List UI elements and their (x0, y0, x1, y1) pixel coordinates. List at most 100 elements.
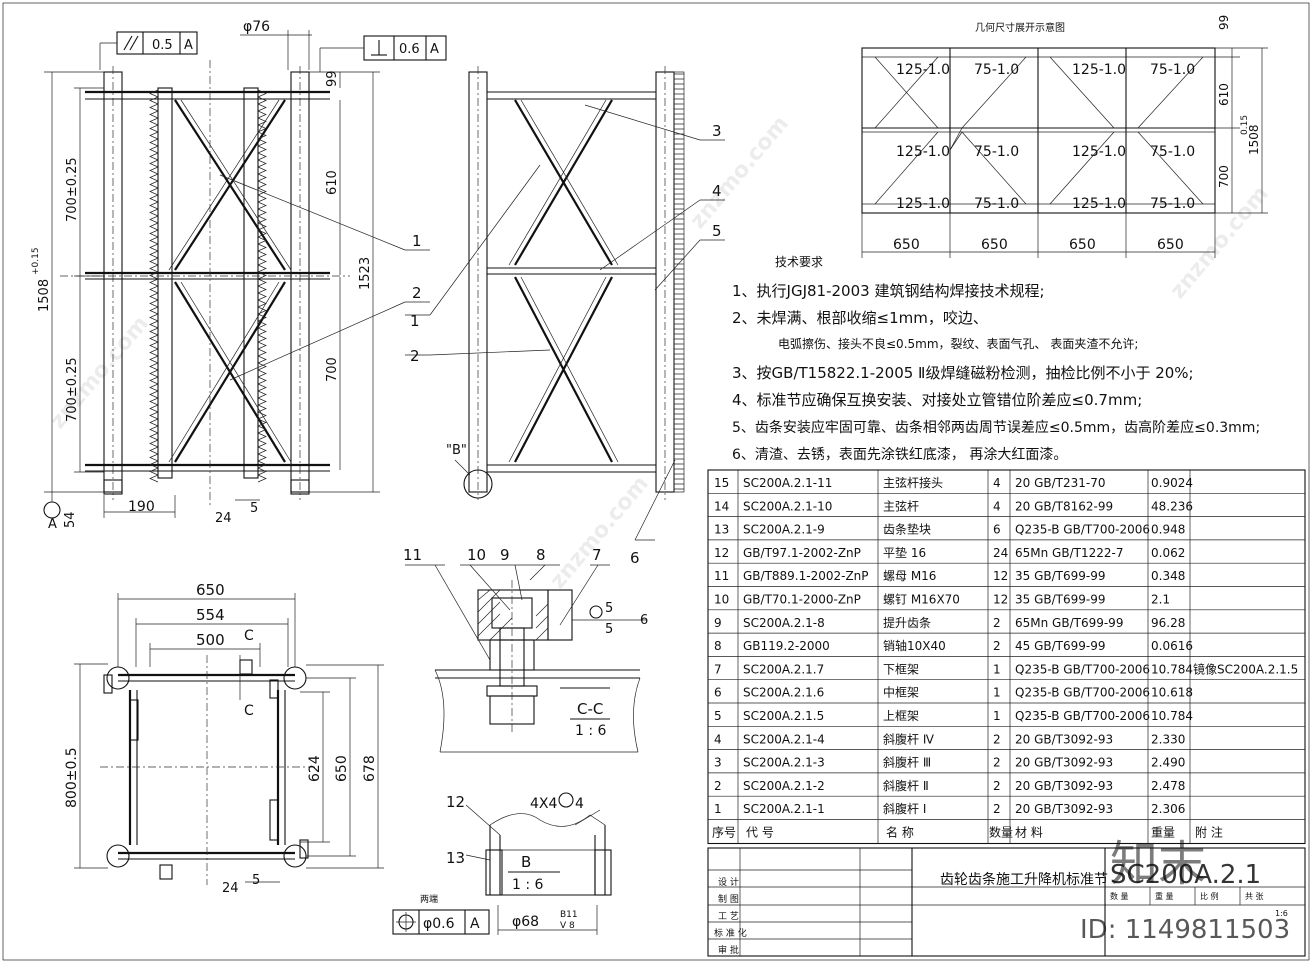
detail-scale: 1 : 6 (512, 877, 544, 893)
plan-section-c-top: C (244, 628, 254, 644)
bom-cell-material: 20 GB/T3092-93 (1015, 779, 1113, 793)
tb-row-1: 设 计 (718, 876, 739, 888)
dim-1508-tol: +0.15 (31, 247, 41, 275)
dim-700-lower: 700±0.25 (65, 357, 80, 422)
exp-cell-11: 75-1.0 (1150, 196, 1195, 212)
bom-cell-weight: 2.490 (1151, 756, 1185, 770)
tb-row-3: 工 艺 (718, 911, 739, 922)
exp-cell-3: 75-1.0 (1150, 62, 1195, 78)
bom-cell-weight: 0.348 (1151, 569, 1185, 583)
detail-title: B (521, 853, 531, 871)
bom-cell-qty: 12 (993, 569, 1008, 583)
bom-cell-code: SC200A.2.1.7 (743, 662, 824, 676)
tech-line-5: 4、标准节应确保互换安装、对接处立管错位阶差应≤0.7mm; (732, 391, 1142, 409)
parallel-tol: 0.5 (152, 38, 173, 53)
exp-width-3: 650 (1069, 237, 1096, 253)
bom-cell-material: 65Mn GB/T1222-7 (1015, 546, 1123, 560)
bom-cell-name: 主弦杆接头 (883, 475, 943, 490)
bom-cell-weight: 10.784 (1151, 662, 1193, 676)
detail-b (392, 792, 612, 935)
plan-dim-554: 554 (196, 606, 225, 624)
exp-cell-9: 75-1.0 (974, 196, 1019, 212)
weld-5: 5 (250, 501, 258, 516)
tech-line-7: 6、清渣、去锈，表面先涂铁红底漆， 再涂大红面漆。 (732, 447, 1067, 463)
plan-dim-650: 650 (196, 581, 225, 599)
detail-label-12: 12 (446, 793, 465, 811)
cc-label-10: 10 (467, 546, 486, 564)
bom-cell-no: 12 (714, 546, 729, 560)
bom-cell-material: 35 GB/T699-99 (1015, 593, 1106, 607)
bom-cell-name: 斜腹杆 Ⅱ (883, 779, 929, 793)
tb-row-4: 标 准 化 (714, 927, 747, 939)
weld-24: 24 (215, 511, 232, 526)
bom-cell-no: 9 (714, 616, 722, 630)
side-view (405, 66, 725, 541)
bom-cell-code: GB119.2-2000 (743, 639, 830, 653)
watermark-site-2: znzmo.com (685, 111, 793, 233)
plan-dim-678: 678 (362, 755, 378, 782)
bom-header-cell: 代 号 (746, 826, 774, 840)
bom-cell-name: 螺钉 M16X70 (883, 593, 960, 607)
watermark-site-4: znzmo.com (545, 471, 653, 593)
bom-cell-qty: 12 (993, 593, 1008, 607)
exp-dim-700: 700 (1217, 165, 1231, 188)
bom-cell-qty: 4 (993, 476, 1001, 490)
dim-190: 190 (128, 499, 155, 515)
bom-cell-name: 销轴10X40 (883, 638, 946, 653)
datum-a: A (48, 517, 57, 532)
dim-1508: 1508 (37, 279, 52, 312)
bom-cell-name: 下框架 (883, 662, 919, 676)
bom-cell-material: Q235-B GB/T700-2006 (1015, 662, 1150, 676)
rack-teeth (149, 89, 267, 483)
bom-cell-weight: 2.306 (1151, 802, 1185, 816)
side-label-5: 5 (712, 222, 722, 240)
front-label-2: 2 (412, 284, 422, 302)
bom-cell-no: 1 (714, 802, 722, 816)
exp-cell-7: 75-1.0 (1150, 144, 1195, 160)
cc-label-9: 9 (500, 546, 510, 564)
side-label-3: 3 (712, 122, 722, 140)
plan-view (74, 593, 384, 885)
tech-line-6: 5、齿条安装应牢固可靠、齿条相邻两齿周节误差应≤0.5mm，齿高阶差应≤0.3m… (732, 419, 1260, 436)
bom-cell-weight: 2.330 (1151, 732, 1185, 746)
bom-cell-no: 7 (714, 662, 722, 676)
side-label-1: 1 (410, 312, 420, 330)
parallel-datum: A (184, 38, 193, 53)
bom-cell-code: SC200A.2.1-9 (743, 523, 825, 537)
detail-dia-68: φ68 (512, 914, 539, 930)
exp-cell-4: 125-1.0 (896, 144, 950, 160)
bom-cell-name: 斜腹杆 Ⅳ (883, 732, 934, 746)
tech-line-4: 3、按GB/T15822.1-2005 Ⅱ级焊缝磁粉检测，抽检比例不小于 20%… (732, 364, 1194, 382)
detail-label-13: 13 (446, 849, 465, 867)
title-block (707, 847, 1306, 957)
bom-cell-material: 20 GB/T3092-93 (1015, 756, 1113, 770)
cc-label-7: 7 (592, 546, 602, 564)
bom-cell-qty: 2 (993, 802, 1001, 816)
plan-dim-650v: 650 (334, 755, 350, 782)
bom-cell-code: GB/T70.1-2000-ZnP (743, 593, 861, 607)
tb-row-2: 制 图 (718, 893, 739, 905)
bom-cell-name: 平垫 16 (883, 545, 926, 560)
cc-title: C-C (577, 700, 603, 718)
bom-cell-name: 上框架 (883, 709, 919, 723)
bom-cell-code: SC200A.2.1-2 (743, 779, 825, 793)
plan-dim-800: 800±0.5 (64, 747, 80, 808)
exp-cell-6: 125-1.0 (1072, 144, 1126, 160)
bom-cell-no: 11 (714, 569, 729, 583)
exp-cell-10: 125-1.0 (1072, 196, 1126, 212)
side-label-2: 2 (410, 347, 420, 365)
bom-cell-material: Q235-B GB/T700-2006 (1015, 523, 1150, 537)
bom-cell-code: GB/T97.1-2002-ZnP (743, 546, 861, 560)
bom-cell-no: 14 (714, 499, 729, 513)
exp-cell-1: 75-1.0 (974, 62, 1019, 78)
bom-cell-code: SC200A.2.1.5 (743, 709, 824, 723)
bom-cell-code: SC200A.2.1-1 (743, 802, 825, 816)
bom-cell-no: 8 (714, 639, 722, 653)
bom-header-cell: 名 称 (886, 825, 914, 840)
detail-b-callout: "B" (446, 443, 467, 458)
tech-line-3: 电弧擦伤、接头不良≤0.5mm，裂纹、表面气孔、 表面夹渣不允许; (778, 336, 1138, 351)
rack-teeth-right (257, 89, 267, 483)
bom-cell-qty: 4 (993, 499, 1001, 513)
